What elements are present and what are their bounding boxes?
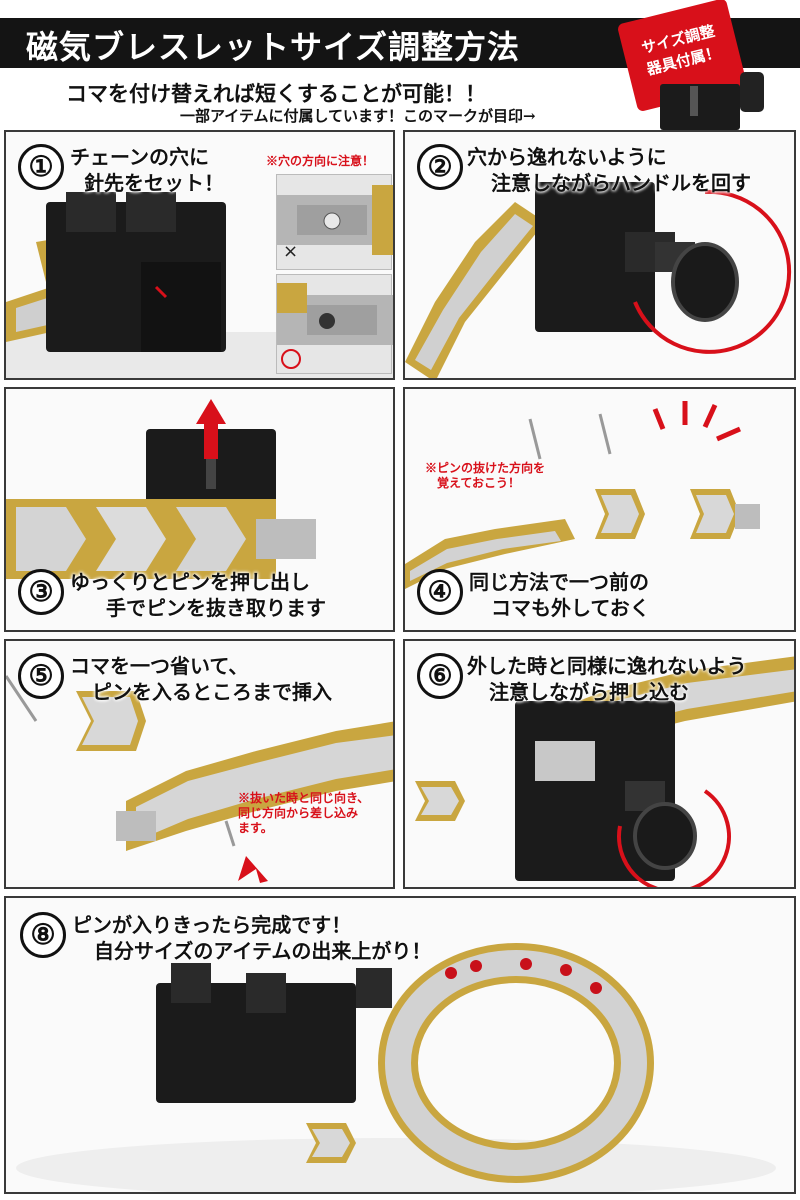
step-2-line2: 注意しながらハンドルを回す: [491, 171, 751, 195]
magnet-dots: [445, 958, 602, 994]
step-3-panel: ③ ゆっくりとピンを押し出し 手でピンを抜き取ります: [4, 387, 395, 632]
step-2-text: 穴から逸れないように 注意しながらハンドルを回す: [467, 144, 751, 196]
step-2-illustration: [405, 182, 792, 378]
step-4-note1: ※ピンの抜けた方向を: [425, 461, 546, 475]
step-5-note2: 同じ方向から差し込み: [238, 806, 359, 820]
step-2-panel: ② 穴から逸れないように 注意しながらハンドルを回す: [403, 130, 796, 380]
step-4-illustration: [405, 401, 760, 589]
step-3-illustration: [6, 399, 316, 579]
step-5-note3: ます。: [238, 821, 273, 835]
up-arrow-icon: [196, 399, 226, 459]
step-4-note2: 覚えておこう！: [437, 476, 521, 490]
step-8-panel: ⑧ ピンが入りきったら完成です！ 自分サイズのアイテムの出来上がり！: [4, 896, 796, 1194]
tool-pin: [690, 86, 698, 116]
correct-circle-icon: [281, 349, 301, 369]
tool-block: [156, 963, 392, 1103]
tool-badge: サイズ調整 器具付属！: [616, 0, 800, 142]
step-6-number: ⑥: [417, 653, 463, 699]
pin-icon: [528, 418, 542, 460]
pin-icon: [598, 413, 612, 455]
step-5-panel: ⑤ コマを一つ省いて、 ピンを入るところまで挿入 ※抜いた時と同じ向き、 同じ方…: [4, 639, 395, 889]
tool-block: [46, 192, 226, 352]
step-2-number: ②: [417, 144, 463, 190]
tool-knob-icon: [625, 781, 697, 870]
insert-arrow-icon: [238, 856, 268, 883]
step-1-number: ①: [18, 144, 64, 190]
bracelet-links: [405, 489, 760, 589]
step-8-line2: 自分サイズのアイテムの出来上がり！: [94, 939, 432, 963]
step-5-note: ※抜いた時と同じ向き、 同じ方向から差し込み ます。: [238, 791, 369, 836]
step-5-line2: ピンを入るところまで挿入: [92, 680, 332, 704]
wrong-mark: ×: [283, 241, 299, 262]
bracelet-links: [405, 202, 545, 378]
pin-icon: [224, 820, 236, 847]
step-3-number: ③: [18, 569, 64, 615]
step-1-line1: チェーンの穴に: [70, 145, 209, 169]
step-1-note: ※穴の方向に注意！: [266, 154, 375, 168]
bracelet-links: [6, 499, 316, 579]
subtitle: コマを付け替えれば短くすることが可能！！: [66, 81, 486, 106]
step-6-panel: ⑥ 外した時と同様に逸れないよう 注意しながら押し込む: [403, 639, 796, 889]
step-1-illustration: [6, 192, 393, 378]
step-5-number: ⑤: [18, 653, 64, 699]
step-2-line1: 穴から逸れないように: [467, 145, 667, 169]
step-3-line1: ゆっくりとピンを押し出し: [70, 570, 310, 594]
step-4-note: ※ピンの抜けた方向を 覚えておこう！: [425, 461, 545, 491]
rotate-arrow-icon: [633, 189, 792, 354]
step-1-text: チェーンの穴に 針先をセット！: [70, 144, 224, 196]
step-5-note1: ※抜いた時と同じ向き、: [238, 791, 370, 805]
header-note: 一部アイテムに付属しています！このマークが目印→: [180, 107, 536, 125]
page-title: 磁気ブレスレットサイズ調整方法: [26, 28, 521, 66]
step-1-panel: ① チェーンの穴に 針先をセット！ ※穴の方向に注意！ ×: [4, 130, 395, 380]
step-8-text: ピンが入りきったら完成です！ 自分サイズのアイテムの出来上がり！: [72, 912, 431, 964]
step-6-line2: 注意しながら押し込む: [489, 680, 689, 704]
step-4-line1: 同じ方法で一つ前の: [469, 570, 649, 594]
wrong-direction-inset: ×: [276, 174, 393, 270]
step-3-line2: 手でピンを抜き取ります: [106, 596, 326, 620]
step-4-line2: コマも外しておく: [491, 596, 650, 620]
correct-direction-inset: [276, 274, 393, 374]
step-8-illustration: [16, 943, 776, 1192]
step-5-illustration: [6, 675, 393, 883]
step-6-illustration: [415, 656, 794, 887]
tool-knob-icon: [356, 968, 392, 1008]
step-8-line1: ピンが入りきったら完成です！: [72, 913, 352, 937]
step-8-number: ⑧: [20, 912, 66, 958]
pin-icon: [6, 675, 38, 722]
tool-image: [660, 84, 740, 130]
step-5-text: コマを一つ省いて、 ピンを入るところまで挿入: [70, 653, 332, 705]
step-4-text: 同じ方法で一つ前の コマも外しておく: [469, 569, 650, 621]
step-6-line1: 外した時と同様に逸れないよう: [467, 654, 747, 678]
rotate-arrow-icon: [617, 789, 731, 887]
step-1-line2: 針先をセット！: [84, 171, 224, 195]
step-5-line1: コマを一つ省いて、: [70, 654, 249, 678]
step-6-text: 外した時と同様に逸れないよう 注意しながら押し込む: [467, 653, 747, 705]
burst-icon: [652, 401, 741, 442]
tool-knob-icon: [740, 72, 764, 112]
tool-block: [535, 182, 655, 332]
wrong-link-photo: [277, 185, 393, 255]
correct-link-photo: [277, 283, 393, 369]
step-4-panel: ※ピンの抜けた方向を 覚えておこう！ ④ 同じ方法で一つ前の コマも外しておく: [403, 387, 796, 632]
step-4-number: ④: [417, 569, 463, 615]
step-3-text: ゆっくりとピンを押し出し 手でピンを抜き取ります: [70, 569, 326, 621]
bracelet-links: [116, 721, 393, 851]
tool-knob-icon: [655, 242, 739, 322]
